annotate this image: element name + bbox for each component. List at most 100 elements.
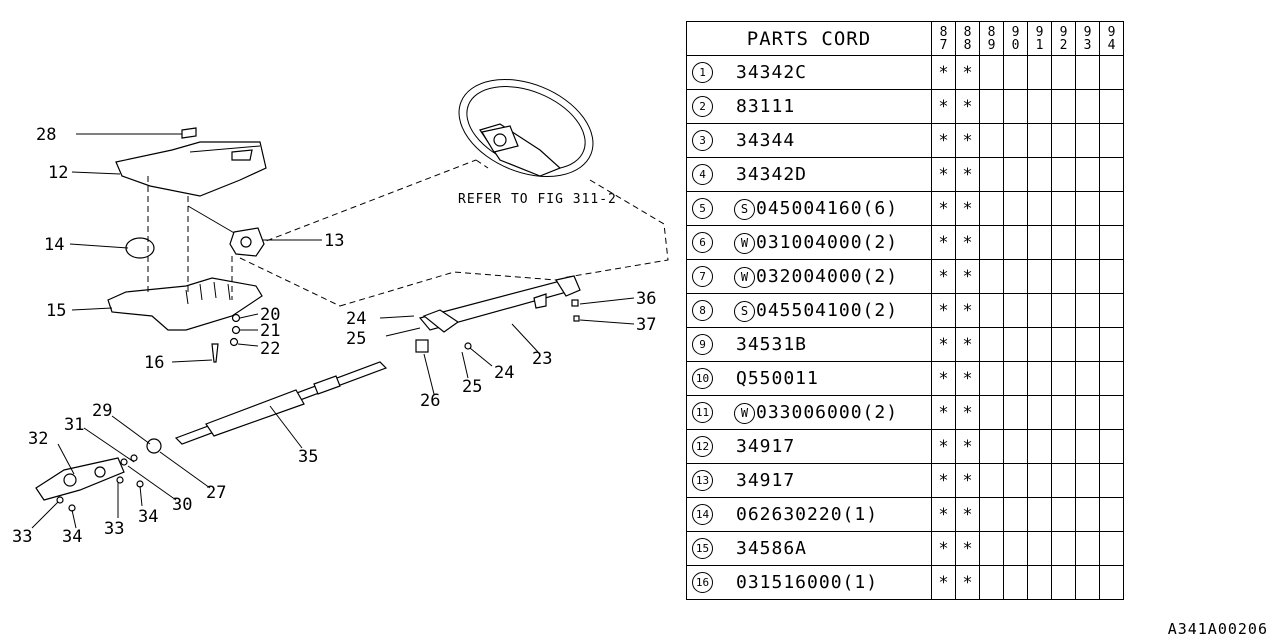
year-mark-cell: * [931,429,956,464]
refer-to-fig-note: REFER TO FIG 311-2 [458,192,617,207]
row-index-circle: 14 [692,504,713,525]
column-bracket [418,275,581,333]
year-mark-cell [1027,429,1052,464]
year-mark-cell [1003,123,1028,158]
part-code: 83111 [736,96,795,117]
year-mark-cell: * [931,191,956,226]
leader-26 [423,353,435,395]
year-mark-cell [1027,225,1052,260]
callout-23: 23 [532,349,552,369]
fastener-36-37 [571,299,580,322]
year-mark-cell [1051,157,1076,192]
year-mark-cell [1075,191,1100,226]
figure-id-label: A341A00206 [1167,620,1268,638]
year-mark-cell [1051,463,1076,498]
part-code-text: 062630220(1) [736,504,879,525]
year-mark-cell [1075,55,1100,90]
year-mark-cell [1099,429,1124,464]
row-index-circle: 11 [692,402,713,423]
year-mark-cell [1075,157,1100,192]
year-mark-cell [1003,259,1028,294]
year-mark-cell [979,429,1004,464]
year-mark-cell [1075,565,1100,600]
year-mark-cell [1051,293,1076,328]
row-index-circle: 6 [692,232,713,253]
callout-28: 28 [36,125,56,145]
year-mark-cell [1075,225,1100,260]
row-index-circle: 15 [692,538,713,559]
callout-22: 22 [260,339,280,359]
callout-37: 37 [636,315,656,335]
combination-switch [187,205,265,257]
leader-32 [57,443,75,475]
year-mark-cell [1027,89,1052,124]
year-mark-cell [1099,293,1124,328]
row-index-circle: 2 [692,96,713,117]
year-mark-cell [1075,123,1100,158]
callout-33b: 33 [104,519,124,539]
year-mark-cell: * [955,565,980,600]
part-code-text: 032004000(2) [756,266,899,287]
year-mark-cell [979,89,1004,124]
year-mark-cell [1051,531,1076,566]
year-mark-cell [1099,497,1124,532]
part-code: Q550011 [736,368,819,389]
year-mark-cell [1027,191,1052,226]
leader-23 [511,323,539,353]
row-index-circle: 12 [692,436,713,457]
year-mark-cell [1003,327,1028,362]
year-mark-cell [1099,259,1124,294]
year-mark-cell [979,259,1004,294]
year-mark-cell: * [931,123,956,158]
leader-33a [31,501,59,529]
year-mark-cell [1099,89,1124,124]
callout-16: 16 [144,353,164,373]
leader-24b [469,347,493,367]
year-mark-cell [1051,565,1076,600]
year-mark-cell [979,327,1004,362]
row-index-circle: 7 [692,266,713,287]
part-code-text: 34344 [736,130,796,151]
part-code: 031516000(1) [736,572,878,593]
year-mark-cell [1003,395,1028,430]
year-mark-cell: * [955,531,980,566]
row-index-circle: 5 [692,198,713,219]
part-code-text: 83111 [736,96,796,117]
year-mark-cell [1003,293,1028,328]
year-mark-cell [1099,191,1124,226]
year-mark-cell [1003,191,1028,226]
year-mark-cell: * [955,497,980,532]
leader-24a [379,315,415,319]
year-mark-cell [1027,497,1052,532]
part-code: 062630220(1) [736,504,878,525]
year-mark-cell: * [955,157,980,192]
year-mark-cell [1051,327,1076,362]
year-mark-cell: * [931,531,956,566]
year-mark-cell [1003,565,1028,600]
part-code: 34344 [736,130,795,151]
year-mark-cell [1027,259,1052,294]
leader-36 [579,297,635,305]
year-mark-cell [1003,55,1028,90]
